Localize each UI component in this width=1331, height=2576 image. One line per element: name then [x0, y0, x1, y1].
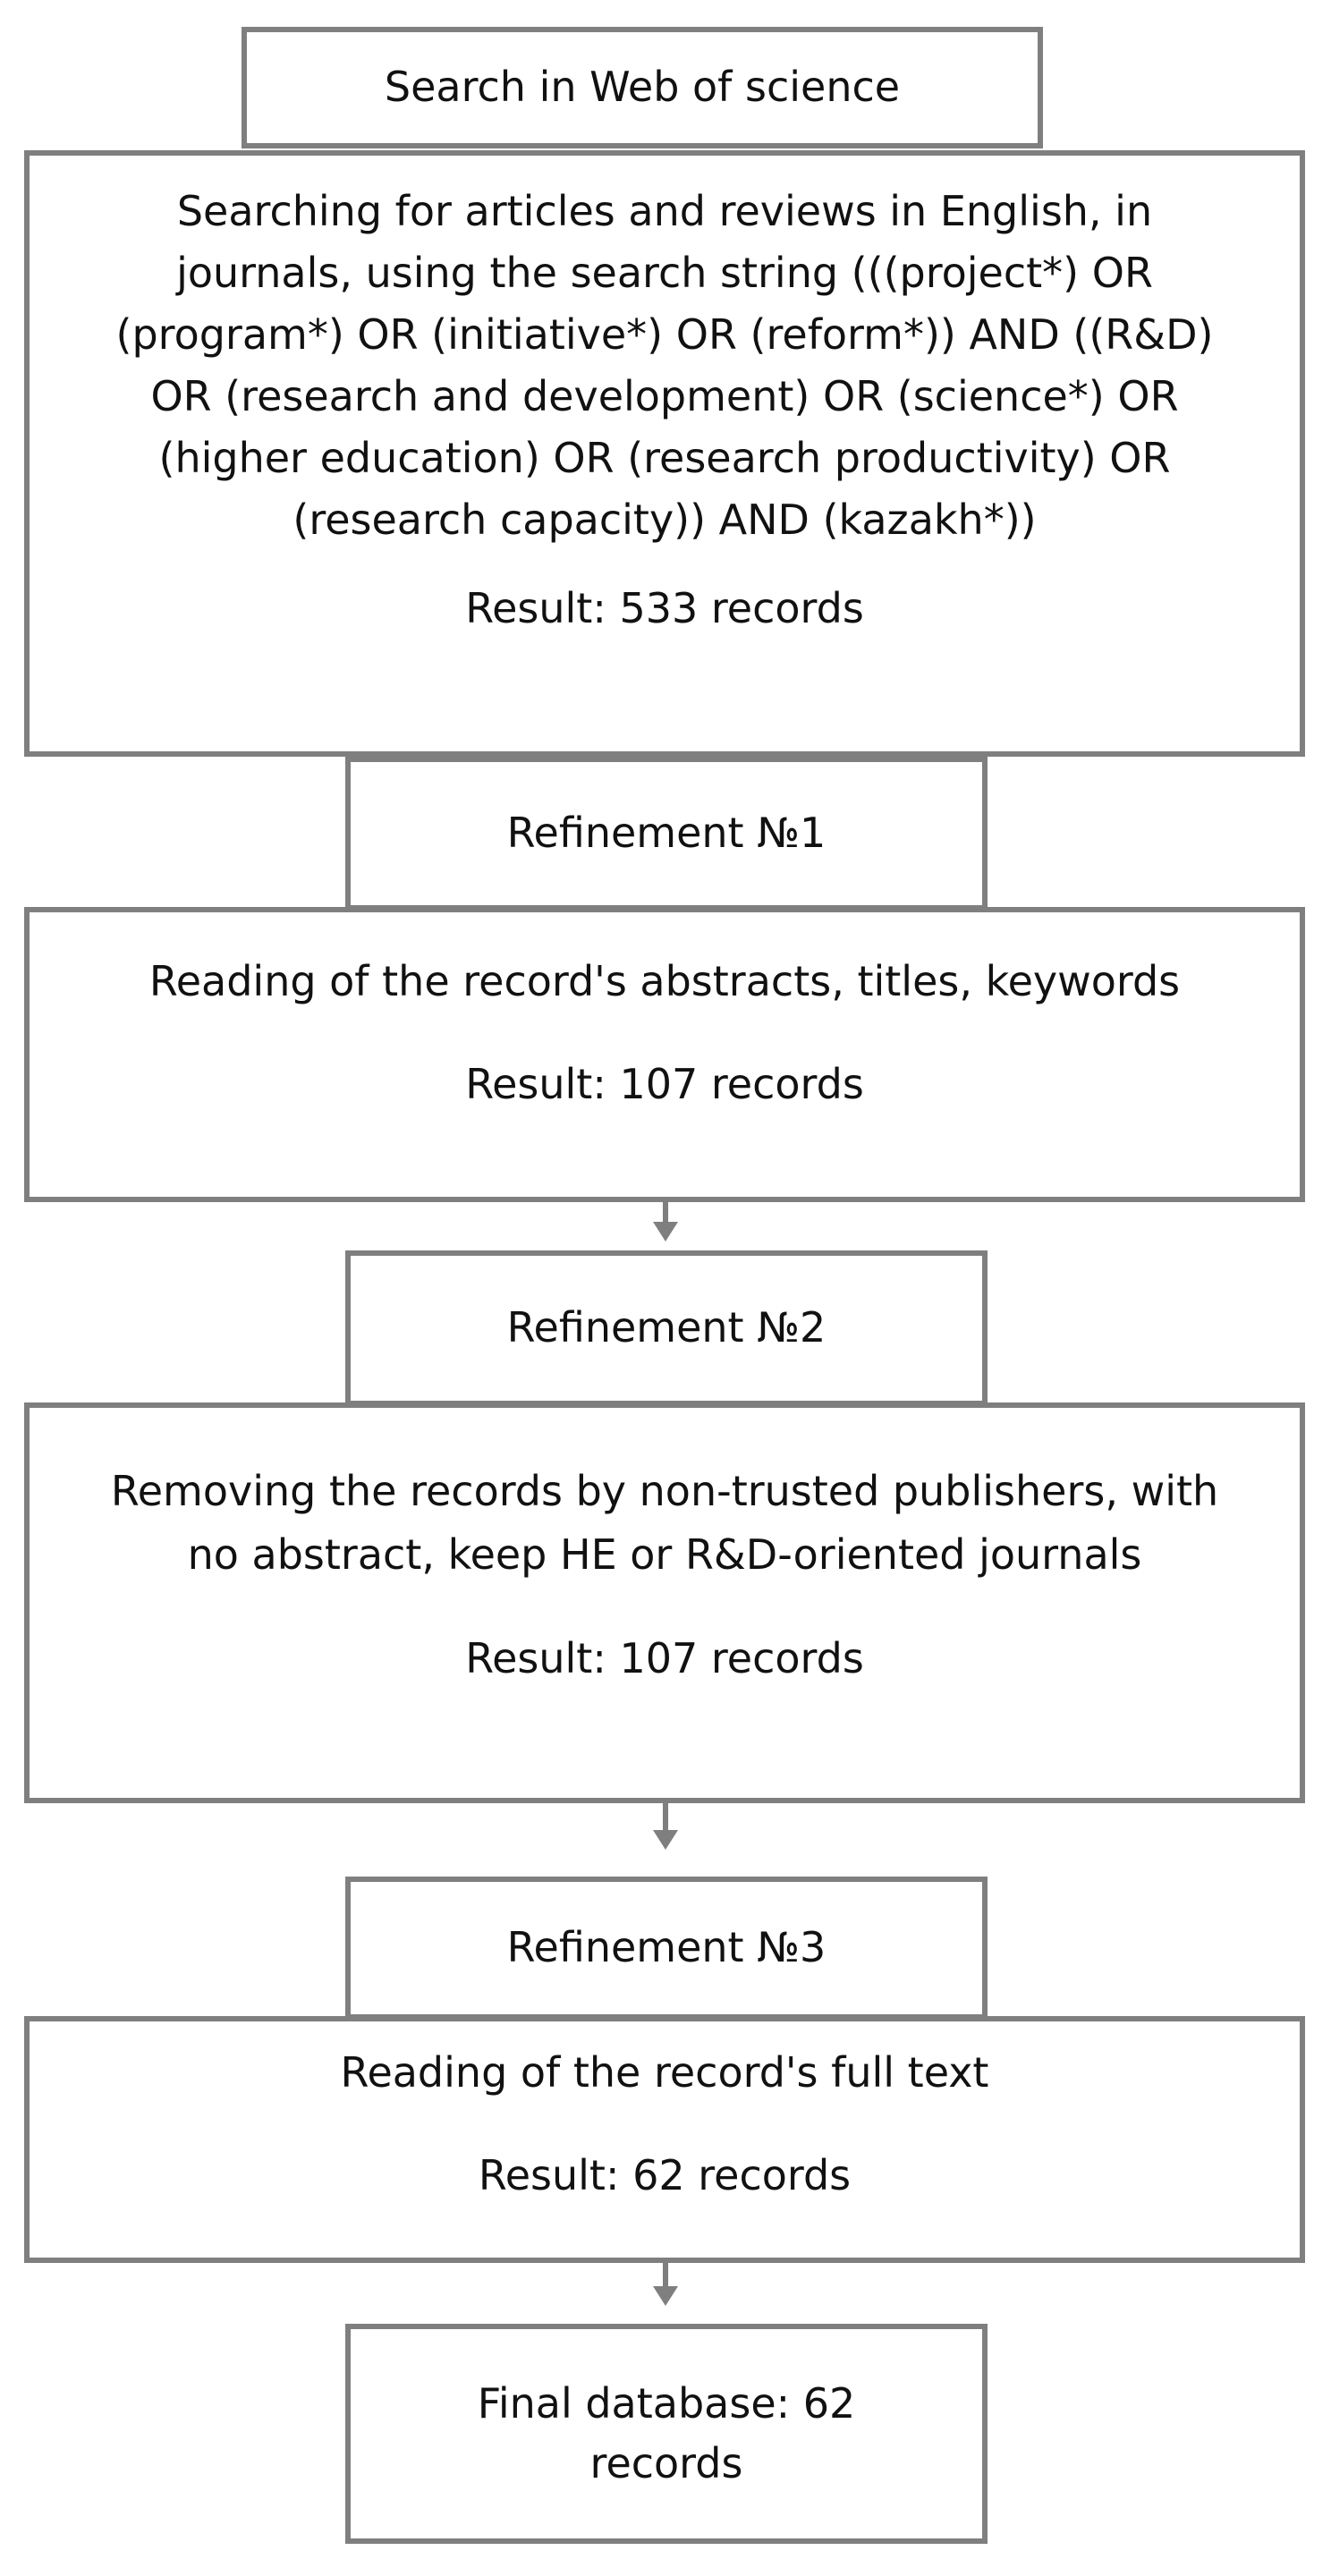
arrow-2-head [653, 1830, 678, 1850]
refinement-2-description: Removing the records by non-trusted publ… [89, 1460, 1240, 1588]
search-query-box: Searching for articles and reviews in En… [24, 150, 1305, 757]
refinement-1-result: Result: 107 records [465, 1060, 864, 1109]
search-query-line: Searching for articles and reviews in En… [176, 187, 1153, 235]
search-query-line: journals, using the search string (((pro… [176, 249, 1153, 297]
refinement-2-description-line: Removing the records by non-trusted publ… [110, 1467, 1219, 1515]
refinement-2-result: Result: 107 records [465, 1633, 864, 1682]
search-title-box: Search in Web of science [242, 27, 1043, 148]
arrow-3-shaft [663, 2263, 668, 2288]
refinement-3-box: Reading of the record's full text Result… [24, 2016, 1305, 2263]
search-title: Search in Web of science [384, 63, 901, 112]
search-query-line: (research capacity)) AND (kazakh*)) [292, 496, 1037, 544]
refinement-1-description: Reading of the record's abstracts, title… [128, 950, 1201, 1013]
refinement-2-label-box: Refinement №2 [345, 1250, 988, 1406]
search-query-line: OR (research and development) OR (scienc… [150, 372, 1179, 420]
refinement-2-box: Removing the records by non-trusted publ… [24, 1402, 1305, 1803]
search-query-line: (program*) OR (initiative*) OR (reform*)… [115, 310, 1214, 359]
refinement-1-box: Reading of the record's abstracts, title… [24, 907, 1305, 1202]
arrow-3-head [653, 2286, 678, 2306]
refinement-1-description-line: Reading of the record's abstracts, title… [148, 957, 1181, 1005]
search-query-line: (higher education) OR (research producti… [158, 434, 1171, 482]
search-result: Result: 533 records [465, 584, 864, 632]
refinement-3-result: Result: 62 records [478, 2151, 852, 2200]
refinement-3-description: Reading of the record's full text [319, 2041, 1011, 2105]
search-query-text: Searching for articles and reviews in En… [95, 181, 1235, 551]
refinement-3-description-line: Reading of the record's full text [340, 2048, 989, 2097]
final-database-box: Final database: 62 records [345, 2324, 988, 2544]
refinement-3-label: Refinement №3 [506, 1923, 827, 1972]
arrow-2-shaft [663, 1803, 668, 1832]
refinement-2-label: Refinement №2 [506, 1303, 827, 1352]
refinement-1-label: Refinement №1 [506, 809, 827, 858]
final-database-line: records [589, 2439, 743, 2487]
arrow-1-shaft [663, 1202, 668, 1224]
refinement-3-label-box: Refinement №3 [345, 1877, 988, 2020]
refinement-1-label-box: Refinement №1 [345, 757, 988, 911]
arrow-1-head [653, 1222, 678, 1241]
refinement-2-description-line: no abstract, keep HE or R&D-oriented jou… [187, 1530, 1142, 1580]
final-database-line: Final database: 62 [477, 2379, 856, 2428]
